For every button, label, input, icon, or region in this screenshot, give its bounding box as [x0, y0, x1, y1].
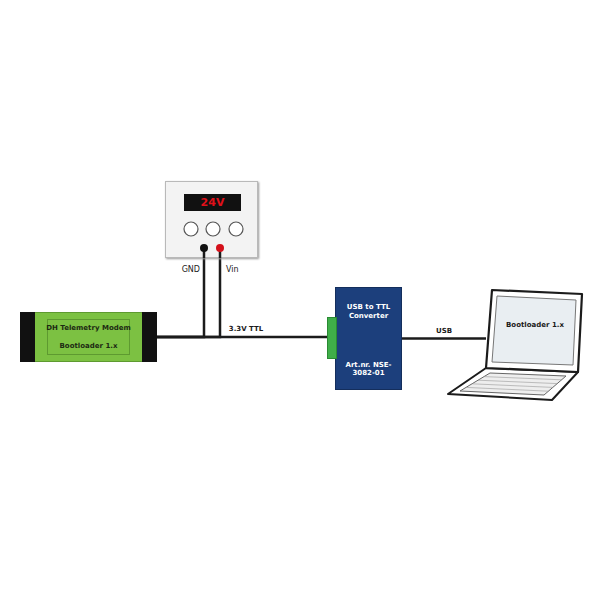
node-text: 24V — [184, 194, 241, 211]
cable — [157, 336, 335, 339]
node-text: Bootloader 1.x — [60, 342, 118, 351]
power-supply: 24V — [165, 181, 258, 258]
connector-plug — [327, 317, 337, 359]
converter-box: USB to TTL ConverterArt.nr. NSE-3082-01 — [335, 287, 402, 390]
knob — [229, 222, 243, 236]
laptop-figure — [486, 288, 586, 374]
key-row — [466, 387, 548, 391]
knob — [184, 222, 198, 236]
cable-label: 3.3V TTL — [227, 325, 265, 333]
gnd-terminal — [200, 244, 208, 252]
modem-box: DH Telemetry ModemBootloader 1.x — [20, 312, 157, 362]
screen — [492, 296, 576, 365]
vin-terminal — [216, 244, 224, 252]
cable-label: USB — [434, 327, 454, 335]
knob — [206, 222, 220, 236]
end-cap — [142, 312, 157, 362]
node-text: DH Telemetry Modem — [46, 324, 131, 333]
node-text: USB to TTL Converter — [339, 303, 398, 321]
key-row — [478, 380, 557, 383]
screen-bezel — [486, 290, 582, 372]
laptop-base — [448, 368, 578, 400]
key-row — [472, 384, 553, 388]
cable — [157, 258, 204, 337]
laptop: Bootloader 1.x — [486, 288, 586, 374]
terminal-label: GND — [180, 265, 202, 274]
terminal-label: Vin — [224, 265, 241, 274]
psu-panel — [165, 181, 258, 258]
cable — [157, 258, 220, 337]
node-text: Art.nr. NSE-3082-01 — [339, 361, 398, 379]
key-row — [484, 377, 562, 380]
end-cap — [20, 312, 35, 362]
keyboard — [460, 373, 566, 395]
cable — [402, 337, 486, 340]
node-text: Bootloader 1.x — [496, 321, 574, 330]
